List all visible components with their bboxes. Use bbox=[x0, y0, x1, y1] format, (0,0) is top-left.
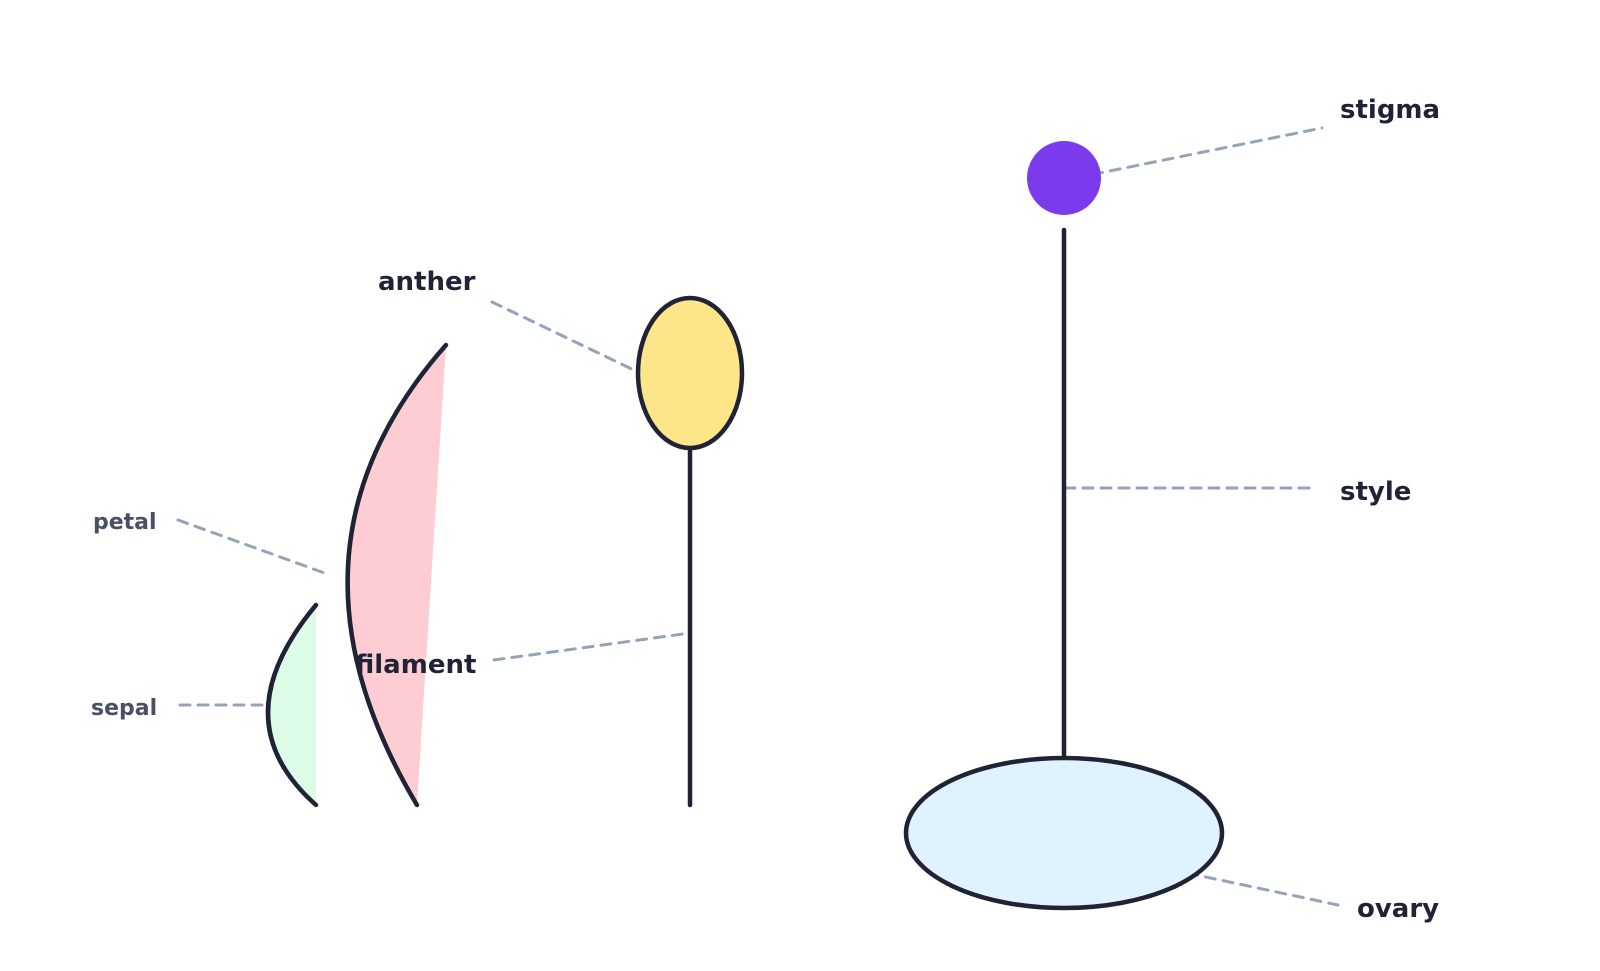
leader-lines bbox=[176, 126, 1340, 907]
anther-label: anther bbox=[378, 267, 476, 297]
petal-label: petal bbox=[93, 510, 157, 535]
filament-label: filament bbox=[355, 650, 476, 680]
petal-shape bbox=[347, 345, 446, 805]
sepal-shape bbox=[268, 605, 316, 805]
style-label: style bbox=[1340, 477, 1411, 507]
stigma-shape bbox=[1027, 141, 1101, 215]
ovary-label: ovary bbox=[1357, 894, 1439, 924]
sepal-label: sepal bbox=[91, 696, 157, 721]
stigma-leader bbox=[1073, 126, 1324, 180]
petal-leader bbox=[176, 518, 332, 577]
anther-shape bbox=[635, 295, 745, 451]
stigma-label: stigma bbox=[1340, 95, 1440, 125]
anther-leader bbox=[490, 300, 642, 375]
ovary-shape bbox=[903, 755, 1225, 911]
sepal-outline bbox=[265, 602, 319, 808]
petal-outline bbox=[345, 342, 449, 808]
filament-leader bbox=[492, 631, 692, 662]
